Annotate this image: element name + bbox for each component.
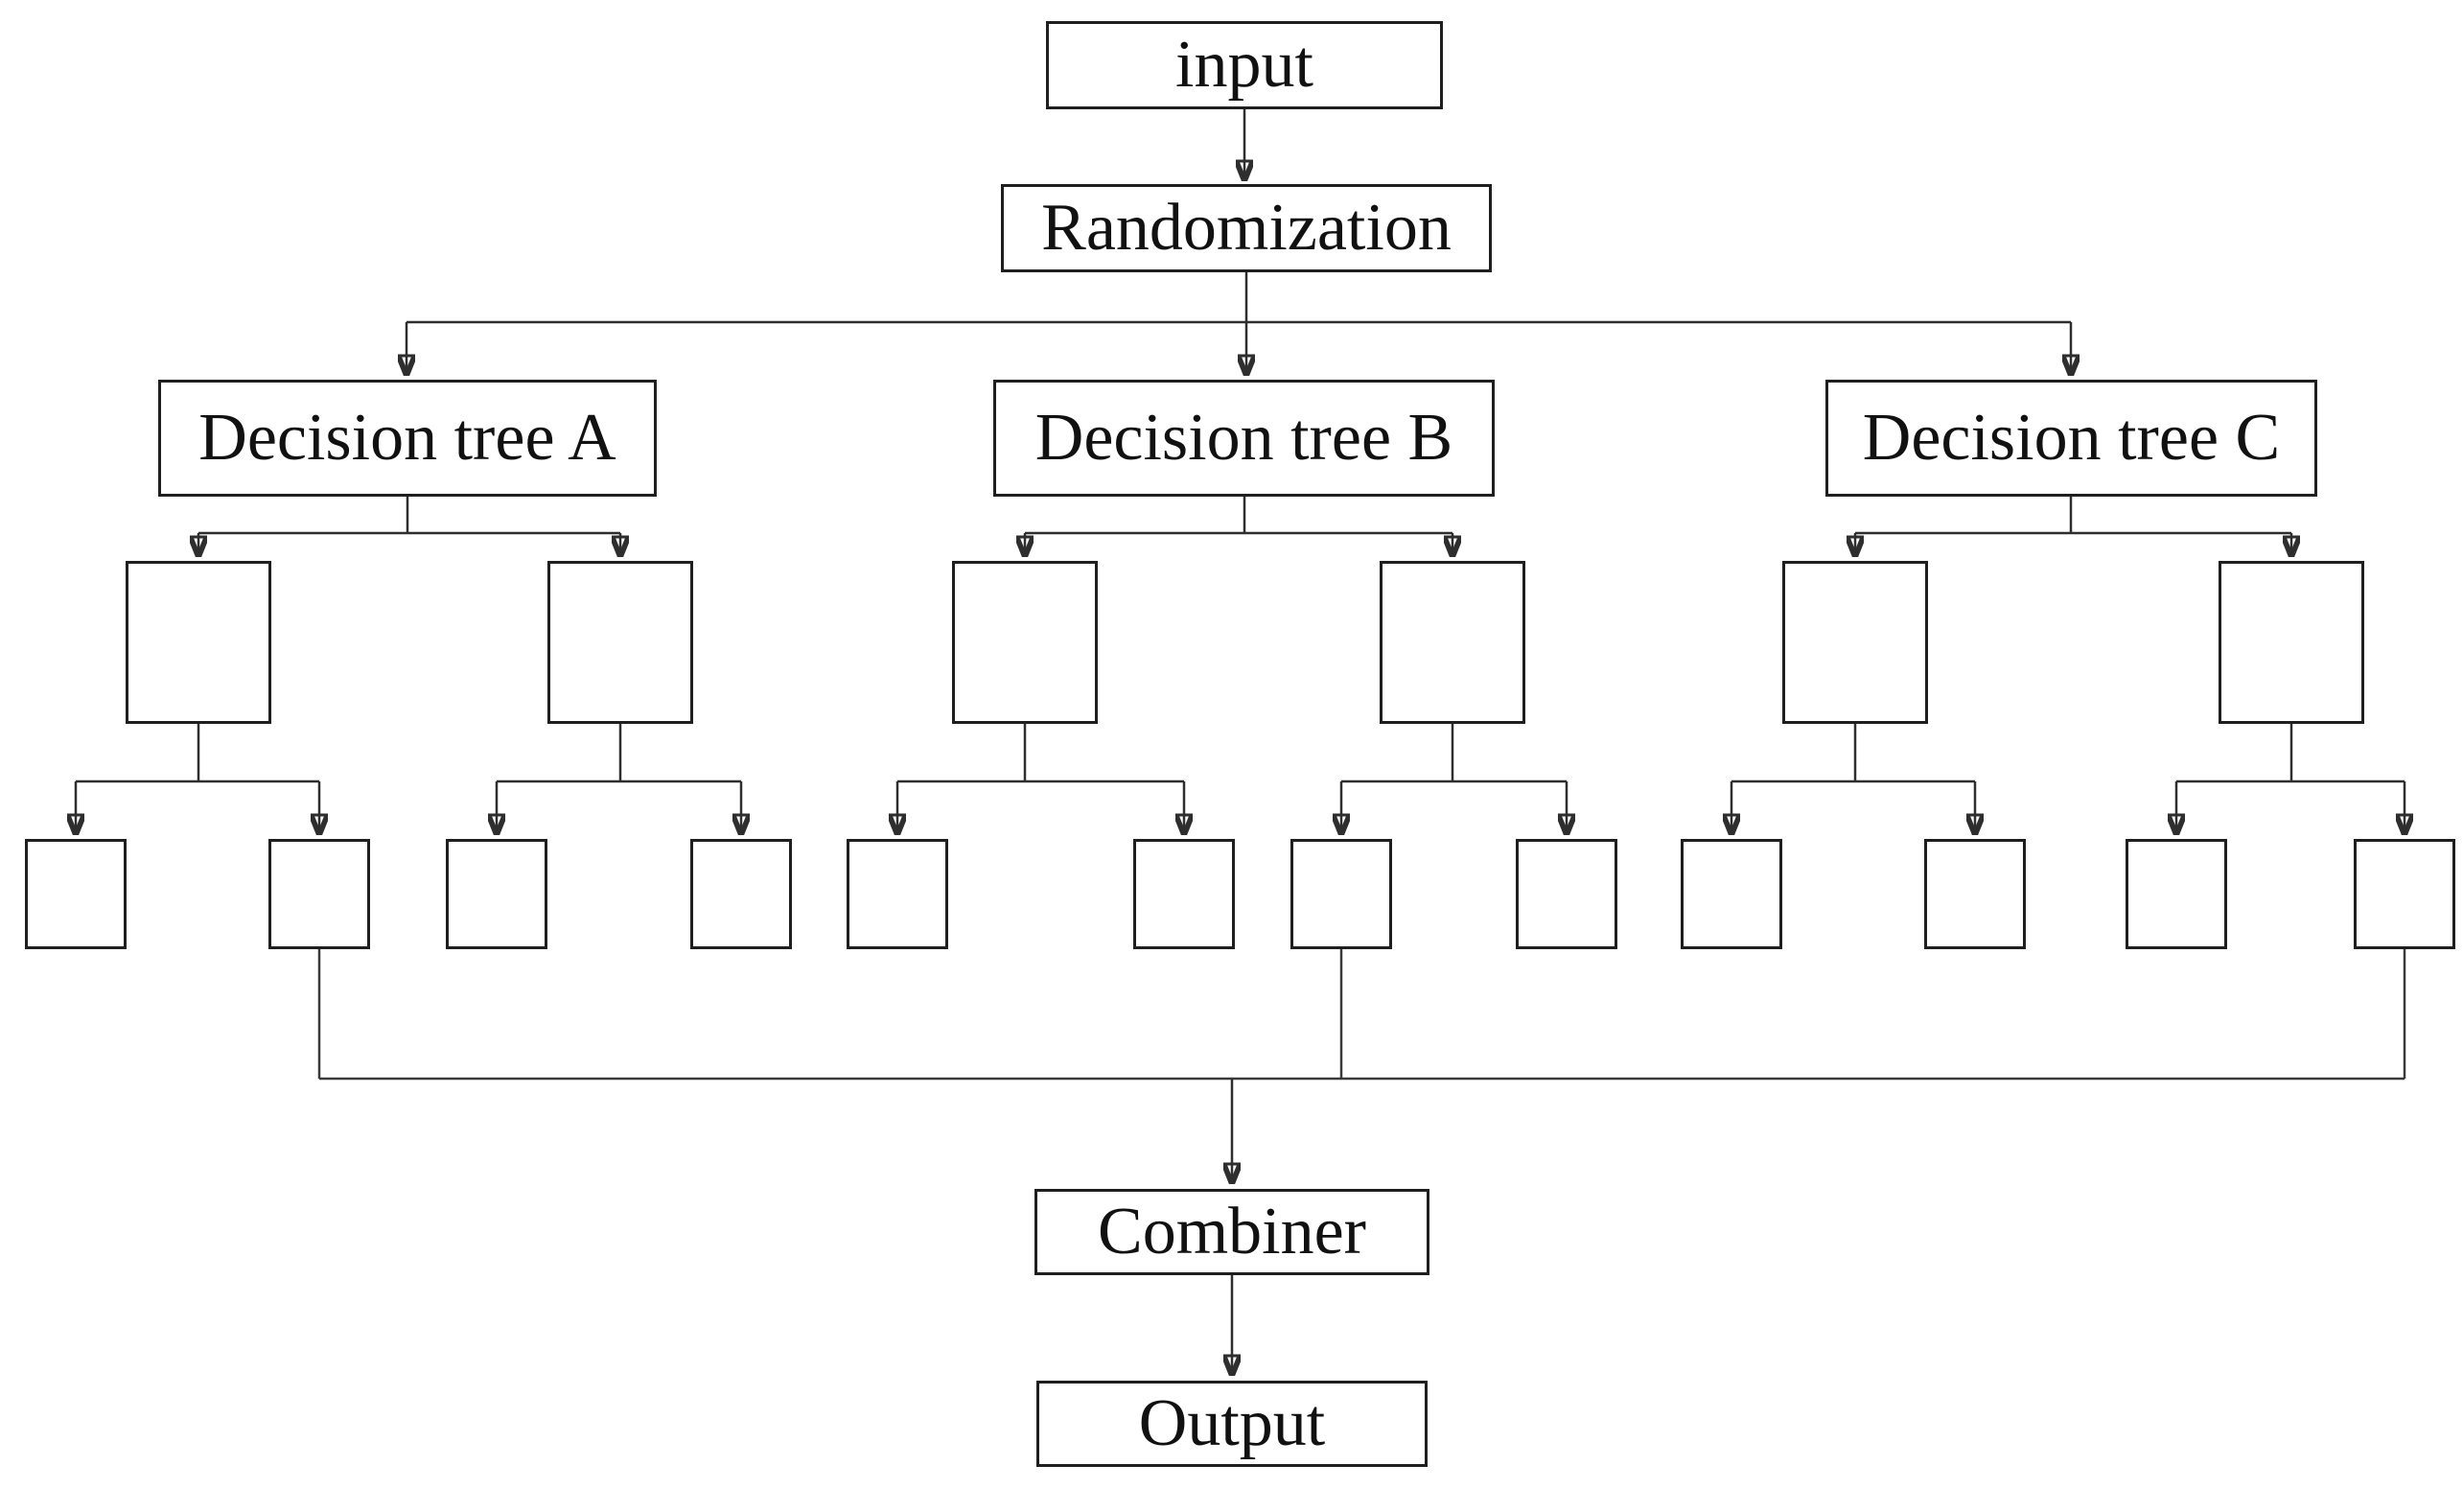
node-tree-b-internal-2 <box>1380 561 1525 724</box>
node-tree-a-internal-1 <box>126 561 271 724</box>
node-tree-a-leaf-1 <box>25 839 127 949</box>
node-tree-c-leaf-1 <box>1681 839 1782 949</box>
node-tree-a-internal-2 <box>547 561 693 724</box>
node-output: Output <box>1036 1381 1428 1467</box>
node-decision-tree-c: Decision tree C <box>1825 380 2317 497</box>
node-tree-c-internal-2 <box>2219 561 2364 724</box>
node-tree-a-leaf-2 <box>268 839 370 949</box>
node-tree-c-leaf-4 <box>2354 839 2455 949</box>
node-tree-c-leaf-2 <box>1924 839 2026 949</box>
node-combiner: Combiner <box>1034 1189 1429 1275</box>
node-randomization: Randomization <box>1001 184 1492 272</box>
node-tree-b-leaf-3 <box>1290 839 1392 949</box>
node-tree-b-internal-1 <box>952 561 1098 724</box>
node-tree-c-internal-1 <box>1782 561 1928 724</box>
node-input: input <box>1046 21 1443 109</box>
node-decision-tree-a: Decision tree A <box>158 380 657 497</box>
node-tree-c-leaf-3 <box>2126 839 2227 949</box>
node-tree-b-leaf-2 <box>1133 839 1235 949</box>
node-tree-b-leaf-1 <box>847 839 948 949</box>
node-tree-a-leaf-4 <box>690 839 792 949</box>
node-tree-a-leaf-3 <box>446 839 547 949</box>
node-tree-b-leaf-4 <box>1516 839 1617 949</box>
node-decision-tree-b: Decision tree B <box>993 380 1495 497</box>
